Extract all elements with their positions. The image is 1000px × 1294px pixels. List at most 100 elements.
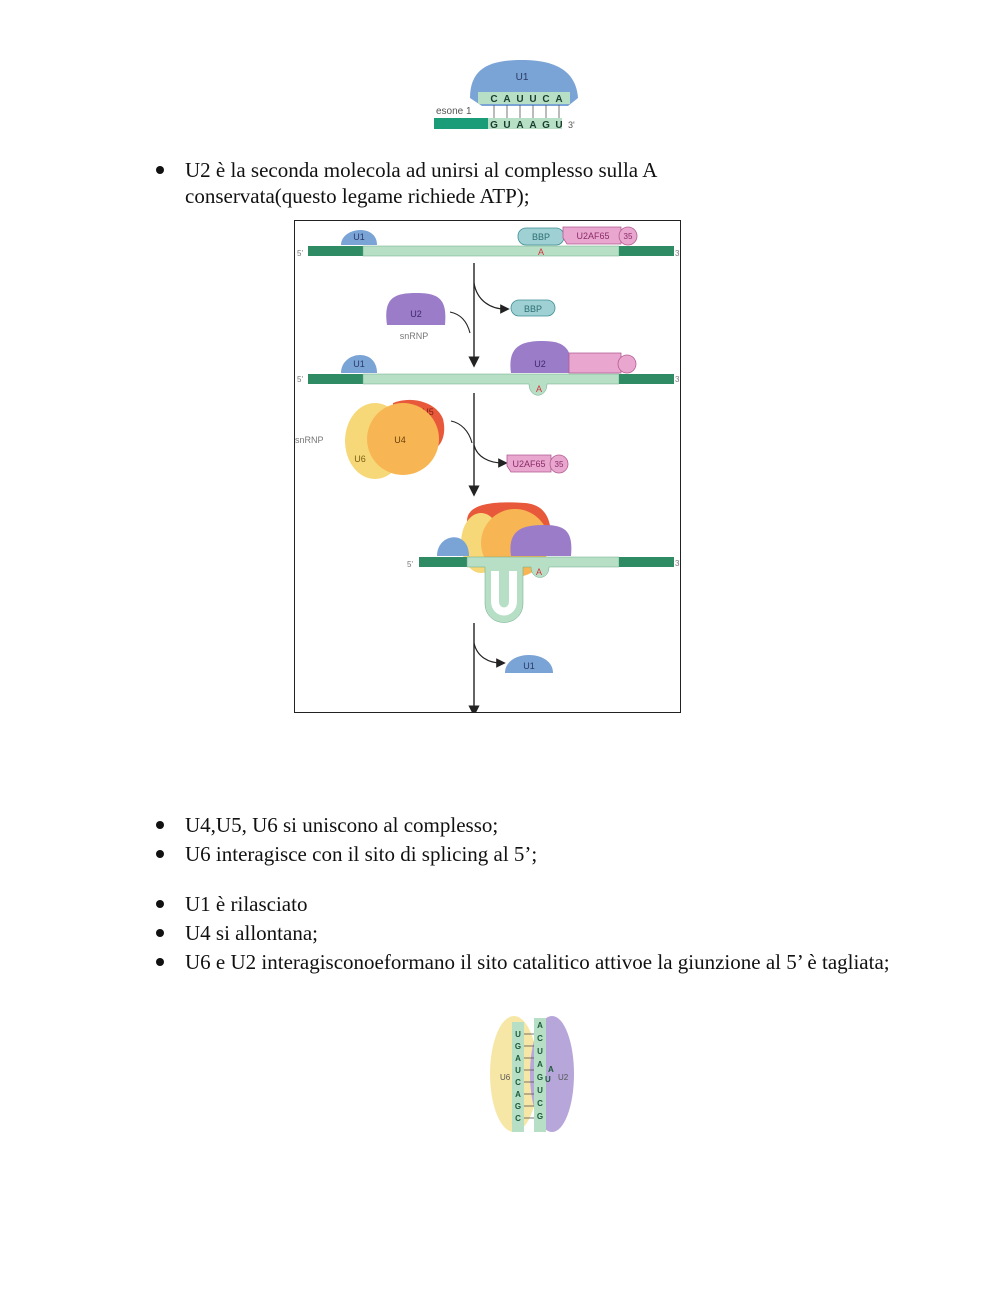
u4-label: U4: [394, 435, 406, 445]
release-arrow-bbp: [473, 282, 510, 314]
u2-sequence-base: U: [537, 1047, 543, 1056]
bullet-item: U4,U5, U6 si uniscono al complesso;: [150, 812, 850, 838]
u2af65-label: U2AF65: [576, 231, 609, 241]
u2-label: U2: [534, 359, 546, 369]
intron-bar: [488, 118, 562, 129]
u6-sequence-base: A: [515, 1090, 521, 1099]
u1-label: U1: [353, 359, 365, 369]
u2-sequence-base: U: [537, 1086, 543, 1095]
branch-point-a: A: [536, 567, 542, 577]
snrnp-label: snRNP: [400, 331, 429, 341]
exon-3: [619, 246, 674, 256]
splice-site-base: G: [542, 120, 550, 131]
three-prime-label: 3': [568, 120, 575, 130]
spliceosome-complex: 5' 3' A: [407, 502, 681, 623]
join-arrow-tri-snrnp: [450, 420, 473, 444]
u1-sequence-base: U: [516, 94, 523, 105]
u2-sequence-base: A: [537, 1021, 543, 1030]
u2af35-shape: [618, 226, 638, 246]
exon-1-bar: [434, 118, 488, 129]
release-arrow-u2af: [473, 444, 508, 468]
u2af35-bound-shape: [617, 354, 637, 374]
u4-shape: [367, 403, 439, 475]
u6-sequence-base: U: [515, 1066, 521, 1075]
three-prime-label: 3': [675, 249, 680, 258]
pre-mrna-row-1: 5' 3' U1 BBP U2AF65 35 A: [297, 226, 681, 258]
three-prime-label: 3': [675, 559, 680, 568]
u2af35-released-label: 35: [555, 460, 564, 469]
release-arrow-u1: [473, 642, 506, 668]
u2-sequence-base: G: [537, 1073, 543, 1082]
bullet-list-3: U1 è rilasciato U4 si allontana; U6 e U2…: [150, 891, 890, 975]
bulge-base: A: [548, 1065, 554, 1074]
u1-sequence-base: A: [503, 94, 510, 105]
intron: [362, 245, 620, 257]
splice-site-base: A: [516, 120, 523, 131]
u6-sequence-base: G: [515, 1042, 521, 1051]
u2-snrnp-shape: [386, 293, 446, 325]
three-prime-label: 3': [675, 375, 680, 384]
bullet-list-1: U2 è la seconda molecola ad unirsi al co…: [150, 157, 790, 209]
u2af65-released-label: U2AF65: [512, 459, 545, 469]
u2-sequence-base: C: [537, 1034, 543, 1043]
u2af65-bound-shape: [568, 352, 622, 374]
splice-site-base: U: [503, 120, 510, 131]
u6-sequence-base: U: [515, 1030, 521, 1039]
u1-shape: [341, 229, 377, 245]
u2-label: U2: [410, 309, 422, 319]
u2af35-released-shape: [549, 454, 569, 474]
bbp-label: BBP: [532, 232, 550, 242]
join-arrow-u2: [449, 311, 471, 334]
bullet-list-2: U4,U5, U6 si uniscono al complesso; U6 i…: [150, 812, 850, 867]
u2af65-shape: [562, 226, 622, 245]
exon-1-label: esone 1: [436, 106, 472, 117]
five-prime-label: 5': [297, 249, 303, 258]
u6-sequence-base: A: [515, 1054, 521, 1063]
u1-released-shape: [505, 655, 553, 673]
snrnp-label: snRNP: [295, 435, 324, 445]
branch-point-a: A: [536, 384, 542, 394]
branch-point-a: A: [538, 247, 544, 257]
u2-rna-strand: [534, 1018, 546, 1132]
u2-sequence-base: C: [537, 1099, 543, 1108]
u2-label: U2: [558, 1073, 569, 1082]
u1-label: U1: [516, 72, 529, 83]
u1-sequence-base: U: [529, 94, 536, 105]
five-prime-label: 5': [407, 560, 413, 569]
u2-sequence-base: G: [537, 1112, 543, 1121]
intron-bulge: [362, 373, 620, 396]
u6-label: U6: [500, 1073, 511, 1082]
bullet-item: U2 è la seconda molecola ad unirsi al co…: [150, 157, 790, 209]
u2af35-label: 35: [624, 232, 633, 241]
u6-label: U6: [354, 454, 366, 464]
pre-mrna-row-2: 5' 3' U1 U2 A: [297, 341, 681, 396]
u2-sequence-base: A: [537, 1060, 543, 1069]
splice-site-base: G: [490, 120, 498, 131]
u1-released-label: U1: [523, 661, 535, 671]
u1-sequence-base: C: [490, 94, 497, 105]
splice-site-base: A: [529, 120, 536, 131]
u6-sequence-base: C: [515, 1078, 521, 1087]
u6-rna-strand: [512, 1022, 524, 1132]
u1-label: U1: [353, 232, 365, 242]
bulge-base: U: [545, 1075, 551, 1084]
spliceosome-assembly-figure: 5' 3' U1 BBP U2AF65 35 A BBP U2 snRNP 5'…: [294, 220, 681, 717]
bullet-item: U4 si allontana;: [150, 920, 890, 946]
bbp-released-label: BBP: [524, 304, 542, 314]
splice-site-base: U: [555, 120, 562, 131]
bullet-item: U6 e U2 interagisconoeformano il sito ca…: [150, 949, 890, 975]
bullet-item: U1 è rilasciato: [150, 891, 890, 917]
bullet-item: U6 interagisce con il sito di splicing a…: [150, 841, 850, 867]
u6-sequence-base: C: [515, 1114, 521, 1123]
u2af65-released-shape: [506, 454, 552, 473]
u1-rna-strand: [478, 92, 570, 104]
u2-shape: [510, 341, 572, 373]
u1-sequence-base: A: [555, 94, 562, 105]
u5-label: U5: [422, 407, 434, 417]
exon-5: [308, 246, 363, 256]
u1-sequence-base: C: [542, 94, 549, 105]
u6-sequence-base: G: [515, 1102, 521, 1111]
bbp-released-shape: [510, 299, 556, 317]
